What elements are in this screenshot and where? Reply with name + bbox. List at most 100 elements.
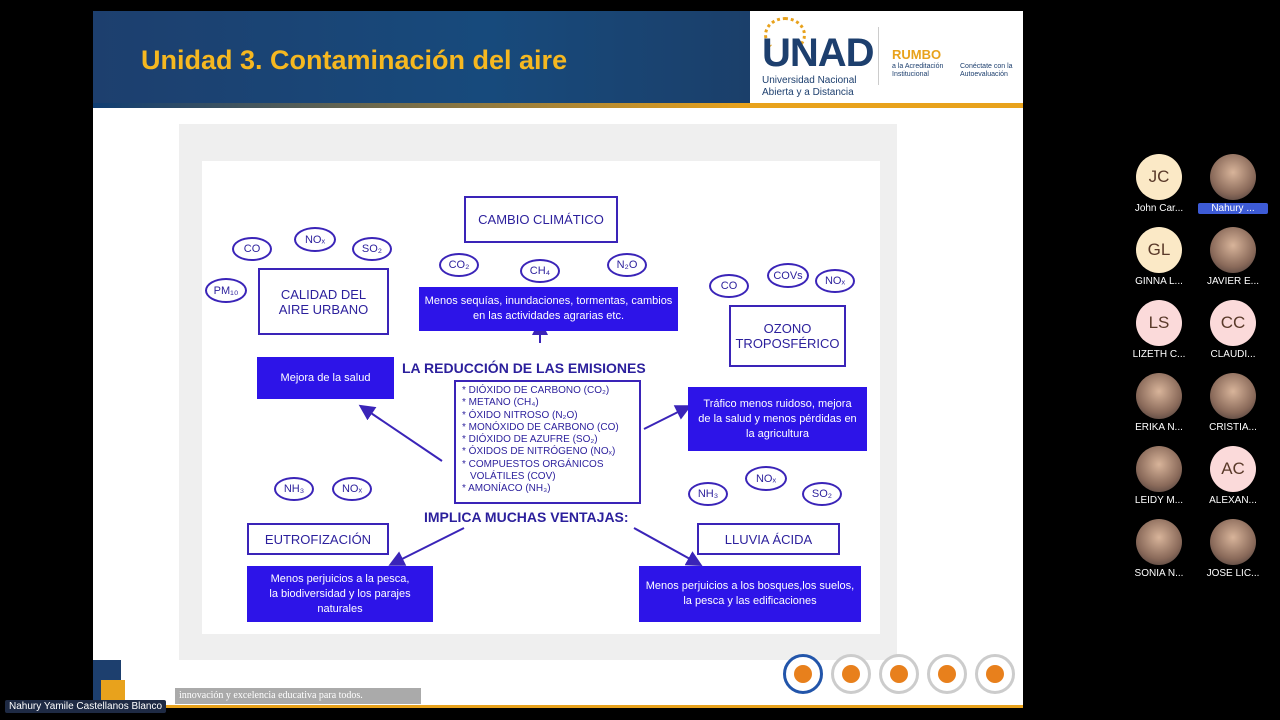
avatar <box>1210 519 1256 565</box>
oval-co: CO <box>232 237 272 261</box>
emissions-diagram: CAMBIO CLIMÁTICO CALIDAD DEL AIRE URBANO… <box>202 161 880 634</box>
oval-nox-c: NOₓ <box>332 477 372 501</box>
participant-name: CLAUDI... <box>1198 349 1268 360</box>
cambio-desc: Menos sequías, inundaciones, tormentas, … <box>419 287 678 331</box>
arrow-downright <box>634 528 699 564</box>
participant-tile[interactable]: JAVIER E... <box>1198 227 1268 287</box>
arrow-downleft <box>392 528 464 564</box>
list-item: * DIÓXIDO DE CARBONO (CO₂) <box>462 385 633 397</box>
participant-tile[interactable]: JC John Car... <box>1124 154 1194 214</box>
participant-name: LIZETH C... <box>1124 349 1194 360</box>
unad-subtitle: Universidad Nacional Abierta y a Distanc… <box>762 75 857 99</box>
conectate-label: Conéctate con la Autoevaluación <box>960 63 1020 79</box>
participant-tile[interactable]: LS LIZETH C... <box>1124 300 1194 360</box>
unad-logo: UNAD <box>762 31 874 76</box>
avatar <box>1136 373 1182 419</box>
colombia-cert-icon <box>783 654 823 694</box>
avatar <box>1210 373 1256 419</box>
eutrofizacion-box: EUTROFIZACIÓN <box>247 523 389 555</box>
oval-co2: CO₂ <box>439 253 479 277</box>
avatar <box>1136 446 1182 492</box>
list-item: * MONÓXIDO DE CARBONO (CO) <box>462 422 633 434</box>
participant-name: GINNA L... <box>1124 276 1194 287</box>
avatar: JC <box>1136 154 1182 200</box>
cambio-climatico-box: CAMBIO CLIMÁTICO <box>464 196 618 243</box>
rumbo-subtitle: a la Acreditación Institucional <box>892 63 954 79</box>
participant-name: Nahury ... <box>1198 203 1268 214</box>
list-item: * ÓXIDO NITROSO (N₂O) <box>462 410 633 422</box>
sgs-cert-icon <box>927 654 967 694</box>
header-stripe <box>93 103 1023 108</box>
slide-bottom-bar <box>93 705 1023 708</box>
slide-footer: innovación y excelencia educativa para t… <box>93 660 1023 708</box>
participant-name: SONIA N... <box>1124 568 1194 579</box>
oval-nox: NOₓ <box>294 227 336 252</box>
avatar <box>1210 154 1256 200</box>
oval-nox-b: NOₓ <box>815 269 855 293</box>
sgs-cert-icon <box>975 654 1015 694</box>
list-item: VOLÁTILES (COV) <box>462 471 633 483</box>
logo-divider <box>878 27 879 85</box>
oval-covs: COVs <box>767 263 809 288</box>
participant-tile[interactable]: JOSE LIC... <box>1198 519 1268 579</box>
participant-tile[interactable]: LEIDY M... <box>1124 446 1194 506</box>
participant-name: ERIKA N... <box>1124 422 1194 433</box>
heading-ventajas: IMPLICA MUCHAS VENTAJAS: <box>424 509 629 525</box>
list-item: * COMPUESTOS ORGÁNICOS <box>462 459 633 471</box>
avatar <box>1136 519 1182 565</box>
oval-pm10: PM₁₀ <box>205 278 247 303</box>
calidad-aire-box: CALIDAD DEL AIRE URBANO <box>258 268 389 335</box>
list-item: * METANO (CH₄) <box>462 397 633 409</box>
trafico-desc: Tráfico menos ruidoso, mejora de la salu… <box>688 387 867 451</box>
presentation-slide: Unidad 3. Contaminación del aire UNAD Un… <box>93 11 1023 708</box>
slide-title: Unidad 3. Contaminación del aire <box>141 45 567 76</box>
pollutant-list: * DIÓXIDO DE CARBONO (CO₂) * METANO (CH₄… <box>454 380 641 504</box>
oval-co-b: CO <box>709 274 749 298</box>
mejora-salud: Mejora de la salud <box>257 357 394 399</box>
participant-tile[interactable]: CC CLAUDI... <box>1198 300 1268 360</box>
heading-reduccion: LA REDUCCIÓN DE LAS EMISIONES <box>402 360 646 376</box>
ozono-box: OZONO TROPOSFÉRICO <box>729 305 846 367</box>
list-item: * AMONÍACO (NH₃) <box>462 483 633 495</box>
avatar: GL <box>1136 227 1182 273</box>
sgs-cert-icon <box>879 654 919 694</box>
participant-name: JOSE LIC... <box>1198 568 1268 579</box>
avatar: LS <box>1136 300 1182 346</box>
rumbo-logo: RUMBO <box>892 47 941 62</box>
lluvia-desc: Menos perjuicios a los bosques,los suelo… <box>639 566 861 622</box>
avatar: AC <box>1210 446 1256 492</box>
list-item: * ÓXIDOS DE NITRÓGENO (NOₓ) <box>462 446 633 458</box>
oval-n2o: N₂O <box>607 253 647 277</box>
oval-ch4: CH₄ <box>520 259 560 283</box>
avatar <box>1210 227 1256 273</box>
sgs-cert-icon <box>831 654 871 694</box>
university-subtitle: Abierta y a Distancia <box>762 87 857 99</box>
participant-tile[interactable]: GL GINNA L... <box>1124 227 1194 287</box>
eutrofizacion-desc: Menos perjuicios a la pesca, la biodiver… <box>247 566 433 622</box>
participant-name: JAVIER E... <box>1198 276 1268 287</box>
participant-tile[interactable]: Nahury ... <box>1198 154 1268 214</box>
university-name: Universidad Nacional <box>762 75 857 87</box>
oval-nh3-b: NH₃ <box>688 482 728 506</box>
participant-name: John Car... <box>1124 203 1194 214</box>
participant-name: CRISTIA... <box>1198 422 1268 433</box>
logo-area: UNAD Universidad Nacional Abierta y a Di… <box>750 11 1023 106</box>
slide-header: Unidad 3. Contaminación del aire <box>93 11 750 106</box>
oval-so2-b: SO₂ <box>802 482 842 506</box>
list-item: * DIÓXIDO DE AZUFRE (SO₂) <box>462 434 633 446</box>
oval-nox-d: NOₓ <box>745 466 787 491</box>
lluvia-acida-box: LLUVIA ÁCIDA <box>697 523 840 555</box>
participant-tile[interactable]: CRISTIA... <box>1198 373 1268 433</box>
participant-name: LEIDY M... <box>1124 495 1194 506</box>
avatar: CC <box>1210 300 1256 346</box>
footer-slogan: innovación y excelencia educativa para t… <box>175 688 421 704</box>
presenter-name-tag: Nahury Yamile Castellanos Blanco <box>5 700 166 713</box>
participant-tile[interactable]: SONIA N... <box>1124 519 1194 579</box>
oval-nh3: NH₃ <box>274 477 314 501</box>
arrow-upright <box>644 407 688 429</box>
participant-name: ALEXAN... <box>1198 495 1268 506</box>
arrow-upleft <box>362 407 442 461</box>
oval-so2: SO₂ <box>352 237 392 261</box>
participant-tile[interactable]: ERIKA N... <box>1124 373 1194 433</box>
participant-tile[interactable]: AC ALEXAN... <box>1198 446 1268 506</box>
